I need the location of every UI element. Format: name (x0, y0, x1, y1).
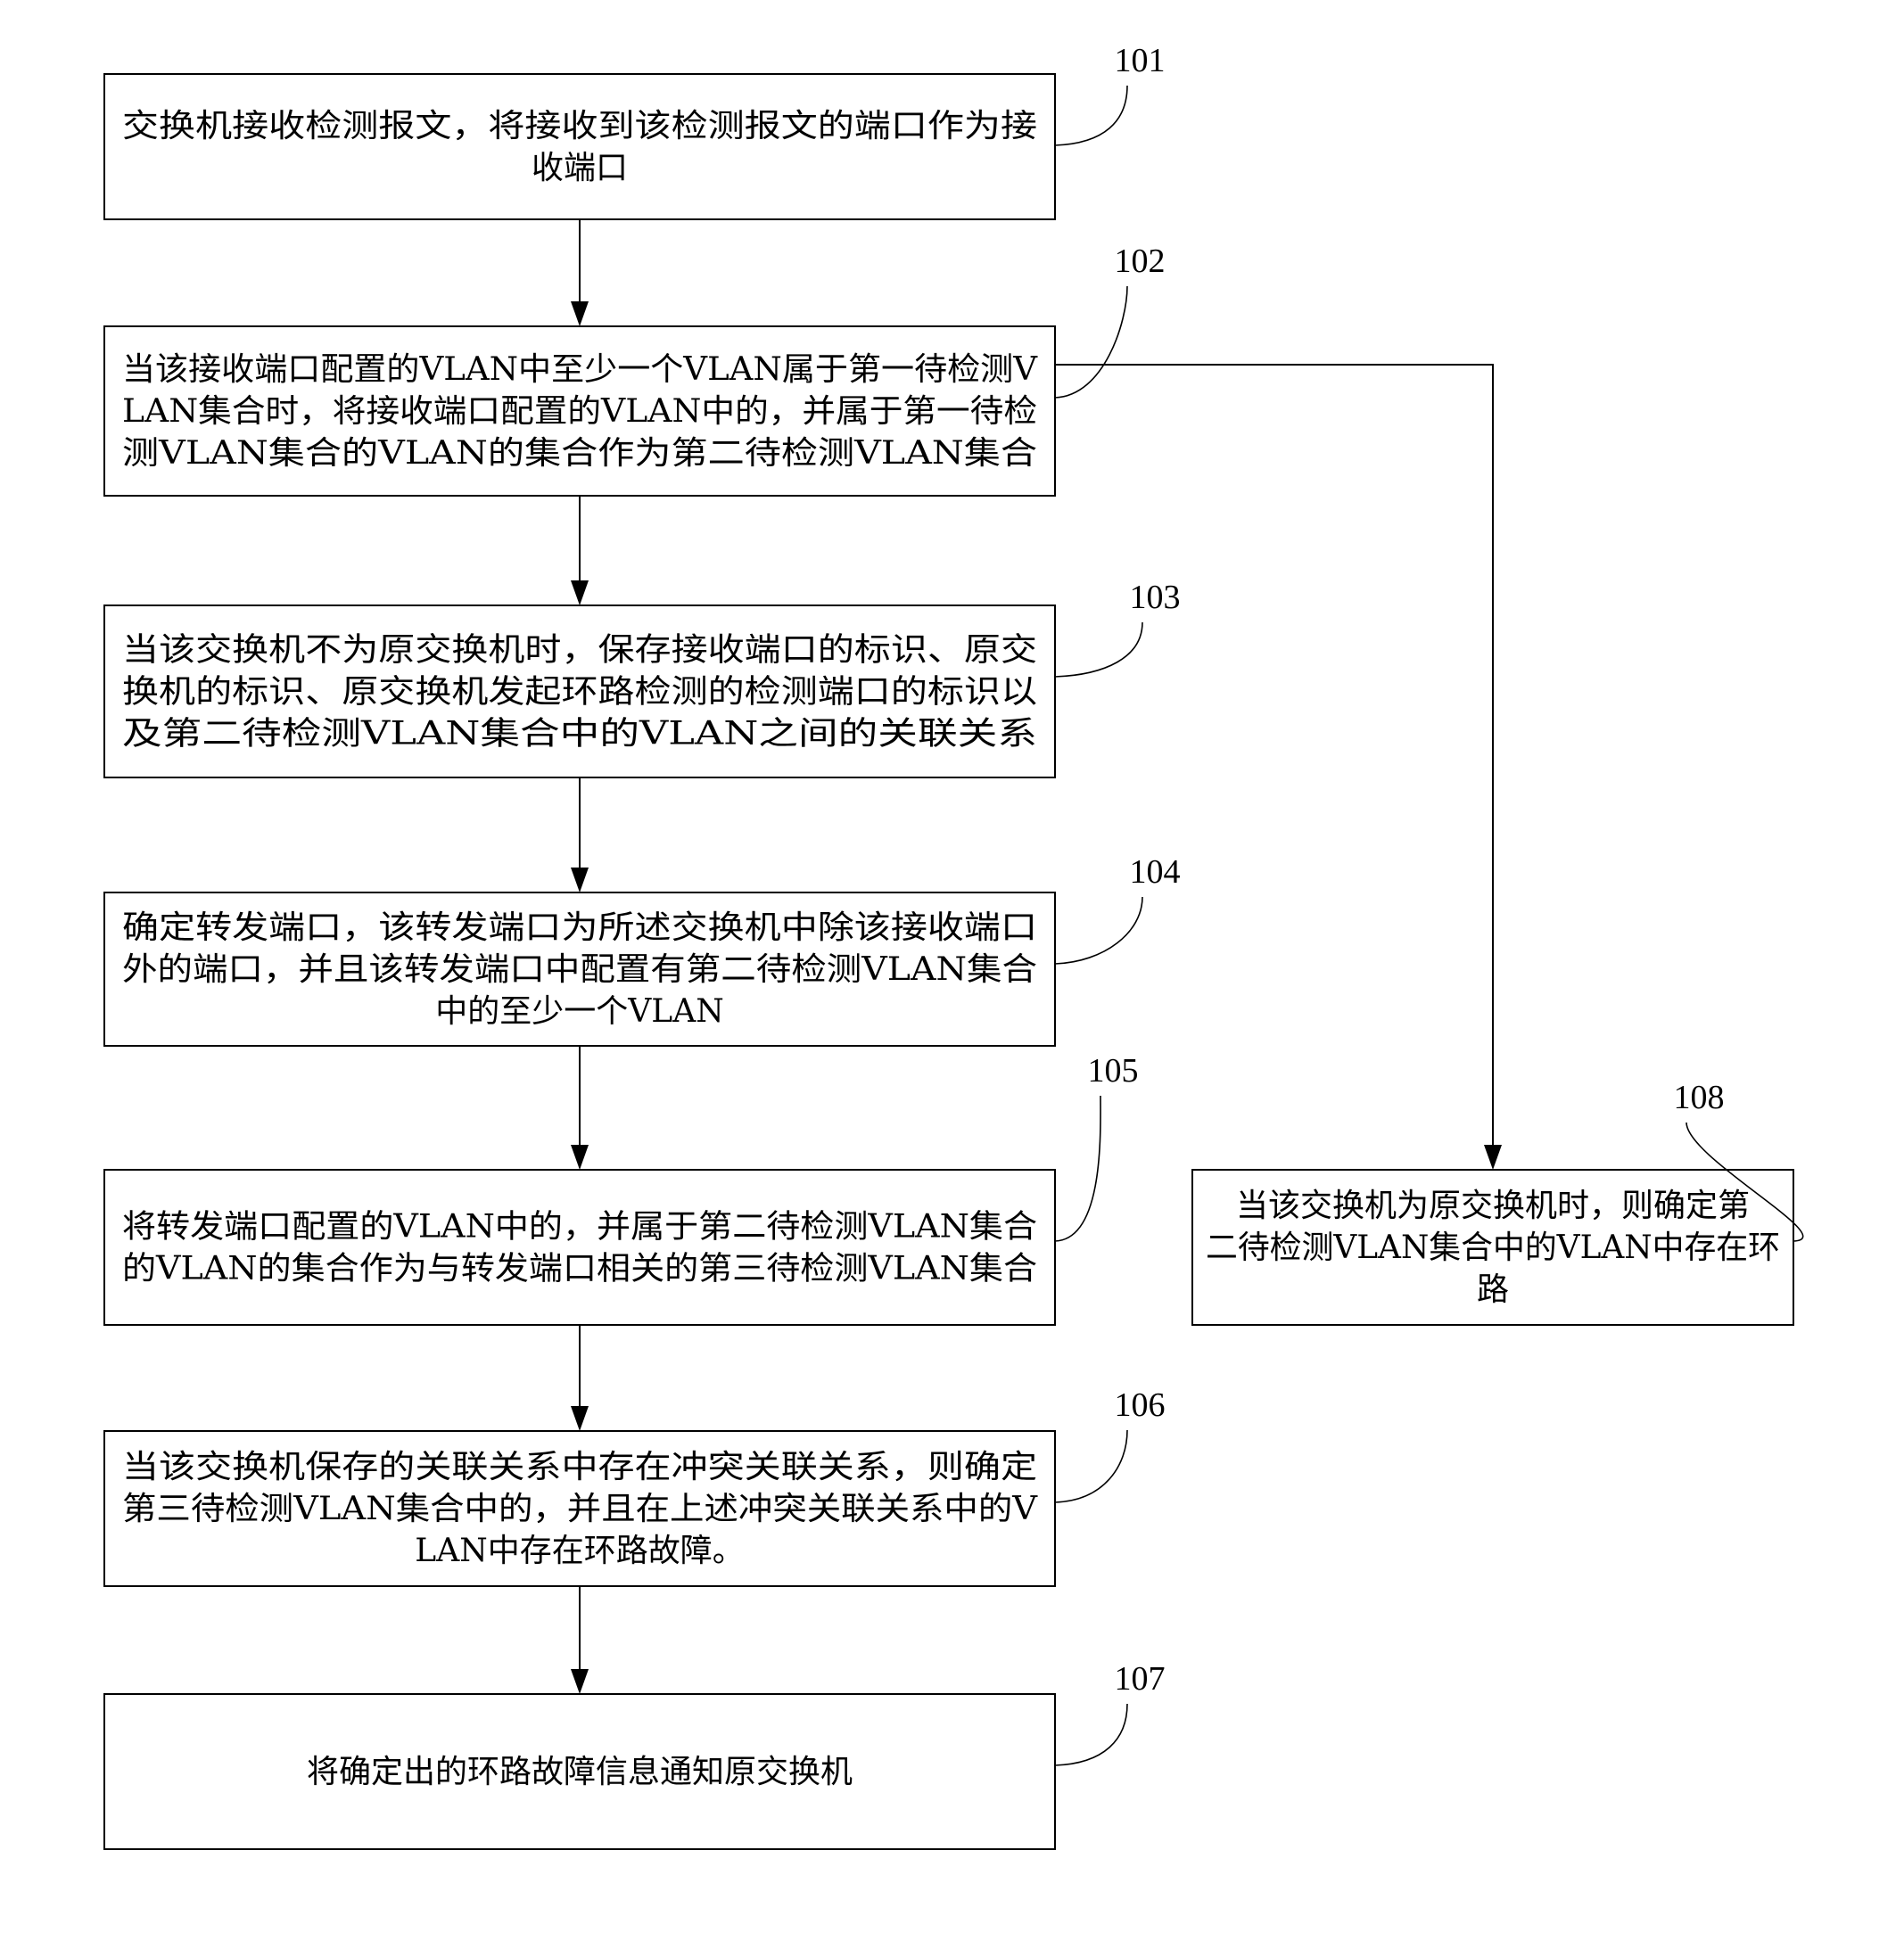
step-108-text-line: 二待检测VLAN集合中的VLAN中存在环 (1206, 1230, 1780, 1266)
step-label-101: 101 (1115, 42, 1166, 79)
step-102-text-line: LAN集合时，将接收端口配置的VLAN中的，并属于第一待检 (122, 393, 1037, 430)
leader-curve-101 (1055, 86, 1127, 145)
step-103-text-line: 及第二待检测VLAN集合中的VLAN之间的关联关系 (122, 716, 1037, 753)
step-107: 将确定出的环路故障信息通知原交换机 107 (104, 1660, 1166, 1849)
step-label-106: 106 (1115, 1386, 1166, 1424)
leader-curve-103 (1055, 622, 1142, 677)
step-102-text-line: 测VLAN集合的VLAN的集合作为第二待检测VLAN集合 (122, 435, 1037, 472)
arrow-104-to-105-head (571, 1145, 589, 1170)
step-label-103: 103 (1130, 579, 1181, 616)
step-103: 当该交换机不为原交换机时，保存接收端口的标识、原交换机的标识、原交换机发起环路检… (104, 579, 1181, 777)
arrow-102-to-108-head (1484, 1145, 1502, 1170)
step-102: 当该接收端口配置的VLAN中至少一个VLAN属于第一待检测V LAN集合时，将接收… (104, 243, 1166, 496)
step-101: 交换机接收检测报文，将接收到该检测报文的端口作为接收端口 101 (104, 42, 1166, 219)
arrow-106-to-107-head (571, 1669, 589, 1694)
step-label-104: 104 (1130, 853, 1181, 891)
step-box-105 (104, 1170, 1055, 1325)
step-103-text-line: 换机的标识、原交换机发起环路检测的检测端口的标识以 (122, 674, 1037, 711)
leader-curve-106 (1055, 1430, 1127, 1502)
step-label-105: 105 (1088, 1052, 1139, 1090)
leader-curve-104 (1055, 897, 1142, 964)
step-106-text-line: 当该交换机保存的关联关系中存在冲突关联关系，则确定 (122, 1449, 1037, 1485)
step-107-text-line: 将确定出的环路故障信息通知原交换机 (307, 1754, 853, 1790)
step-108: 当该交换机为原交换机时，则确定第二待检测VLAN集合中的VLAN中存在环路 108 (1192, 1079, 1803, 1325)
step-106-text-line: LAN中存在环路故障。 (415, 1533, 744, 1569)
arrow-101-to-102-head (571, 301, 589, 326)
step-101-text-line: 收端口 (532, 150, 628, 186)
step-105: 将转发端口配置的VLAN中的，并属于第二待检测VLAN集合的VLAN的集合作为与… (104, 1052, 1139, 1325)
arrow-105-to-106-head (571, 1406, 589, 1431)
step-106-text-line: 第三待检测VLAN集合中的，并且在上述冲突关联关系中的V (122, 1491, 1038, 1527)
step-105-text-line: 将转发端口配置的VLAN中的，并属于第二待检测VLAN集合 (122, 1209, 1037, 1246)
step-label-107: 107 (1115, 1660, 1166, 1698)
step-101-text-line: 交换机接收检测报文，将接收到该检测报文的端口作为接 (122, 108, 1037, 144)
step-label-102: 102 (1115, 243, 1166, 280)
step-108-text-line: 当该交换机为原交换机时，则确定第 (1236, 1188, 1750, 1224)
step-103-text-line: 当该交换机不为原交换机时，保存接收端口的标识、原交 (122, 632, 1037, 669)
step-box-101 (104, 74, 1055, 219)
step-104-text-line: 外的端口，并且该转发端口中配置有第二待检测VLAN集合 (122, 951, 1037, 988)
step-105-text-line: 的VLAN的集合作为与转发端口相关的第三待检测VLAN集合 (122, 1251, 1037, 1287)
boxes-layer: 交换机接收检测报文，将接收到该检测报文的端口作为接收端口 101 当该接收端口配置的… (104, 42, 1803, 1849)
step-102-text-line: 当该接收端口配置的VLAN中至少一个VLAN属于第一待检测V (122, 351, 1038, 388)
leader-curve-107 (1055, 1704, 1127, 1765)
step-104: 确定转发端口，该转发端口为所述交换机中除该接收端口外的端口，并且该转发端口中配置… (104, 853, 1181, 1046)
arrow-103-to-104-head (571, 868, 589, 892)
step-108-text-line: 路 (1477, 1271, 1509, 1308)
leader-curve-105 (1055, 1096, 1100, 1241)
arrow-102-to-103-head (571, 580, 589, 605)
step-104-text-line: 中的至少一个VLAN (435, 993, 723, 1030)
arrow-102-to-108 (1055, 365, 1493, 1147)
leader-curve-102 (1055, 286, 1127, 398)
step-label-108: 108 (1674, 1079, 1725, 1116)
step-104-text-line: 确定转发端口，该转发端口为所述交换机中除该接收端口 (122, 909, 1037, 946)
step-106: 当该交换机保存的关联关系中存在冲突关联关系，则确定第三待检测VLAN集合中的，并… (104, 1386, 1166, 1586)
